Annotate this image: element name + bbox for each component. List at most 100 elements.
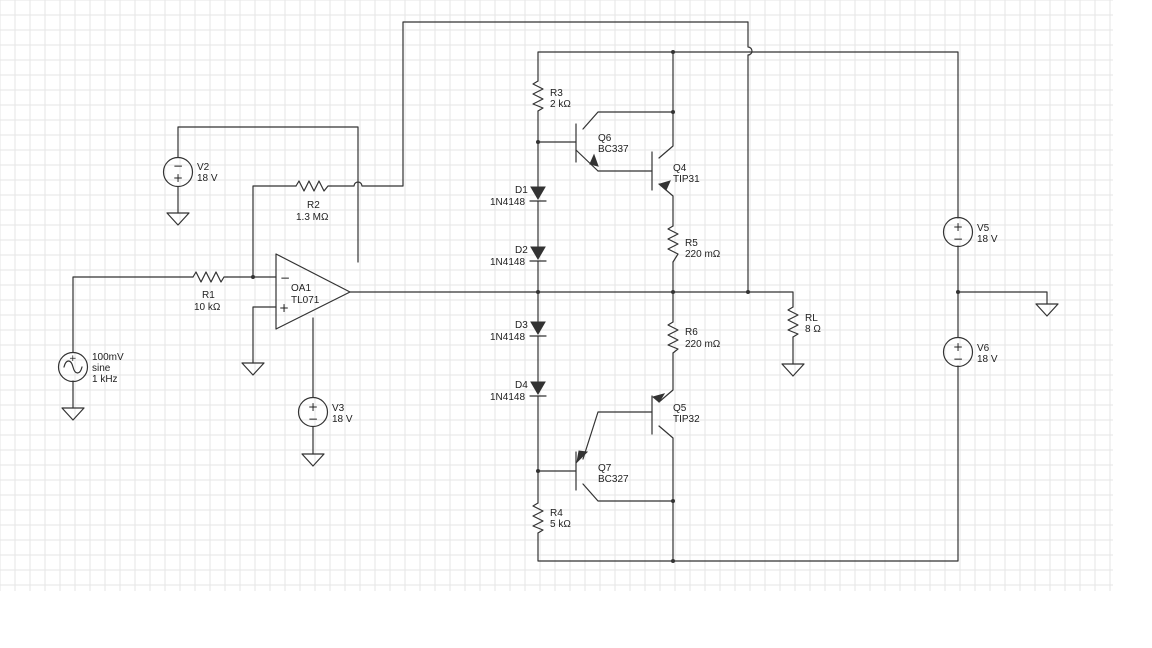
schematic-grid [0,0,1113,591]
junction [536,290,540,294]
sine-source-v1[interactable]: + 100mV sine 1 kHz [57,351,125,409]
resistor-r4[interactable]: R4 5 kΩ [532,502,571,534]
rl-value: 8 Ω [805,324,821,335]
r6-name: R6 [685,327,698,338]
wire-q7-collector[interactable] [582,483,674,502]
q4-emitter-arrow-icon [659,180,671,191]
junction [671,559,675,563]
oa1-value: TL071 [291,295,320,306]
wire-supply-ground[interactable] [957,291,1048,305]
r5-value: 220 mΩ [685,249,721,260]
r6-value: 220 mΩ [685,339,721,350]
d2-name: D2 [515,245,528,256]
wire-feedback-down[interactable] [747,21,753,293]
rl-name: RL [805,313,818,324]
ground-icon[interactable] [166,212,190,226]
d3-name: D3 [515,320,528,331]
wire-bottom-rail[interactable] [537,365,959,562]
d2-value: 1N4148 [490,257,525,268]
r2-name: R2 [307,200,320,211]
diode-d1[interactable]: D1 1N4148 [490,185,547,208]
wire-q6-collector[interactable] [582,111,674,130]
q5-name: Q5 [673,403,687,414]
v5-minus-icon: − [953,232,963,246]
wire-v2-supply[interactable] [177,126,359,263]
v1-line2: sine [92,363,111,374]
v6-value: 18 V [977,354,998,365]
junction [251,275,255,279]
v6-name: V6 [977,343,990,354]
v3-minus-icon: − [308,412,318,426]
wires [72,21,1048,562]
v6-minus-icon: − [953,352,963,366]
opamp-plus-icon: + [279,301,289,315]
v2-minus-icon: − [173,159,183,173]
v3-name: V3 [332,403,345,414]
wire-plus-ground[interactable] [252,306,277,364]
q5-emitter-arrow-icon [651,393,666,403]
junction [956,290,960,294]
dc-source-v2[interactable]: − + V2 18 V [162,156,218,188]
junction [536,469,540,473]
dc-source-v3[interactable]: + − V3 18 V [297,396,353,428]
dc-source-v6[interactable]: + − V6 18 V [942,336,998,368]
resistor-r5[interactable]: R5 220 mΩ [667,225,721,263]
opamp-oa1[interactable]: − + OA1 TL071 [275,253,351,330]
q6-value: BC337 [598,144,629,155]
wire-feedback-left[interactable] [252,185,297,278]
grounds [61,212,1059,467]
r2-value: 1.3 MΩ [296,212,329,223]
d1-value: 1N4148 [490,197,525,208]
junction [746,290,750,294]
wire-output[interactable] [349,291,794,308]
r3-name: R3 [550,88,563,99]
transistor-q5[interactable]: Q5 TIP32 [651,393,700,435]
junction [671,499,675,503]
oa1-name: OA1 [291,283,311,294]
d4-name: D4 [515,380,528,391]
wire-input[interactable] [72,276,194,353]
v5-name: V5 [977,223,990,234]
wire-q5-collector[interactable] [658,425,674,562]
wire-q4-collector[interactable] [658,51,674,159]
wire-r6-q5[interactable] [658,352,674,403]
r1-value: 10 kΩ [194,302,221,313]
ground-icon[interactable] [61,407,85,421]
d3-value: 1N4148 [490,332,525,343]
resistor-r1[interactable]: R1 10 kΩ [192,271,228,313]
diode-d4[interactable]: D4 1N4148 [490,380,547,403]
transistor-q4[interactable]: Q4 TIP31 [651,151,700,191]
v1-line3: 1 kHz [92,374,118,385]
r4-name: R4 [550,508,563,519]
transistor-q7[interactable]: Q7 BC327 [575,450,629,491]
r5-name: R5 [685,238,698,249]
resistor-r6[interactable]: R6 220 mΩ [667,321,721,354]
v6-plus-icon: + [953,340,963,354]
diode-d3[interactable]: D3 1N4148 [490,320,547,343]
v2-plus-icon: + [173,171,183,185]
q4-name: Q4 [673,163,687,174]
diode-d2[interactable]: D2 1N4148 [490,245,547,268]
wire-feedback-right[interactable] [330,21,749,187]
transistor-q6[interactable]: Q6 BC337 [575,123,629,172]
dc-source-v5[interactable]: + − V5 18 V [942,216,998,248]
resistor-r2[interactable]: R2 1.3 MΩ [295,180,332,223]
r1-name: R1 [202,290,215,301]
junction [671,50,675,54]
v2-name: V2 [197,162,210,173]
wire-q5-base[interactable] [582,411,653,460]
wire-top-rail[interactable] [537,51,959,219]
q6-name: Q6 [598,133,612,144]
v3-plus-icon: + [308,400,318,414]
v5-plus-icon: + [953,220,963,234]
q5-value: TIP32 [673,414,700,425]
q7-emitter-arrow-icon [576,450,589,464]
ground-icon[interactable] [781,363,805,377]
junction [671,110,675,114]
ground-icon[interactable] [241,362,265,376]
resistor-rl[interactable]: RL 8 Ω [787,306,821,338]
resistor-r3[interactable]: R3 2 kΩ [532,80,571,112]
ground-icon[interactable] [1035,303,1059,317]
ground-icon[interactable] [301,453,325,467]
